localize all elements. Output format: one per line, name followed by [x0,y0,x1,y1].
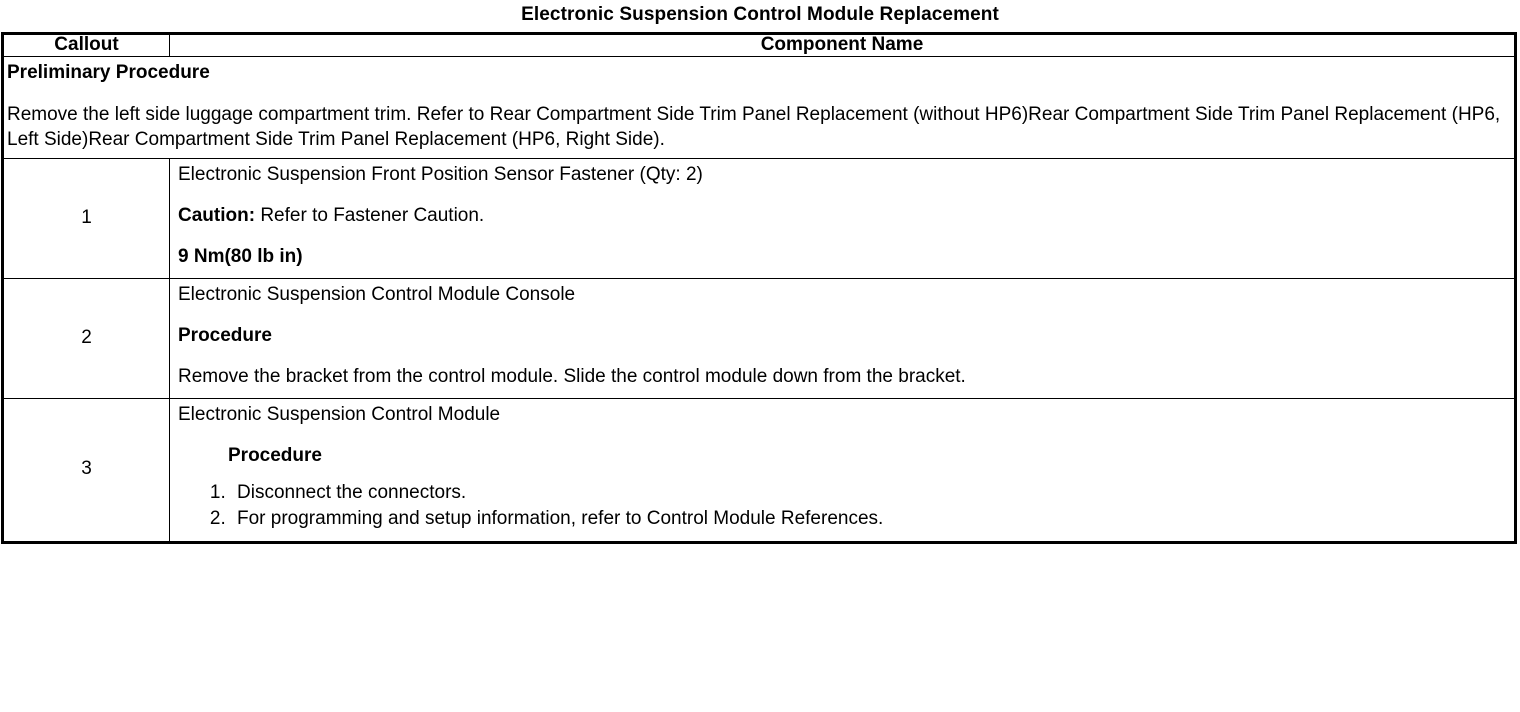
procedure-heading: Procedure [228,444,322,466]
column-header-callout: Callout [2,33,170,57]
procedure-step: For programming and setup information, r… [231,506,1508,532]
procedure-table: Callout Component Name Preliminary Proce… [1,32,1517,544]
table-body: Preliminary Procedure Remove the left si… [2,55,1516,543]
procedure-step-list: Disconnect the connectors. For programmi… [178,480,1508,532]
component-name: Electronic Suspension Control Module Con… [178,283,576,305]
preliminary-procedure-cell: Preliminary Procedure Remove the left si… [2,55,1516,159]
component-name: Electronic Suspension Front Position Sen… [178,163,703,185]
component-name: Electronic Suspension Control Module [178,403,501,425]
procedure-heading: Procedure [178,324,272,346]
callout-number: 2 [2,277,170,399]
procedure-step: Disconnect the connectors. [231,480,1508,506]
callout-number: 3 [2,397,170,543]
preliminary-procedure-text: Remove the left side luggage compartment… [7,103,1501,150]
component-cell: Electronic Suspension Control Module Pro… [169,397,1516,543]
caution-text: Refer to Fastener Caution. [255,205,485,227]
caution-label: Caution: [178,205,256,227]
component-cell: Electronic Suspension Front Position Sen… [169,157,1516,279]
preliminary-procedure-heading: Preliminary Procedure [7,61,210,83]
table-row: 3 Electronic Suspension Control Module P… [2,397,1516,543]
table-row-preliminary: Preliminary Procedure Remove the left si… [2,55,1516,159]
callout-number: 1 [2,157,170,279]
procedure-text: Remove the bracket from the control modu… [178,366,966,388]
component-cell: Electronic Suspension Control Module Con… [169,277,1516,399]
torque-specification: 9 Nm(80 lb in) [178,246,303,268]
page-title: Electronic Suspension Control Module Rep… [521,4,999,25]
table-header-row: Callout Component Name [2,33,1516,57]
table-row: 1 Electronic Suspension Front Position S… [2,157,1516,279]
column-header-component-name: Component Name [169,33,1516,57]
table-header: Callout Component Name [2,33,1516,57]
table-row: 2 Electronic Suspension Control Module C… [2,277,1516,399]
caution-note: Caution: Refer to Fastener Caution. [178,204,1508,228]
